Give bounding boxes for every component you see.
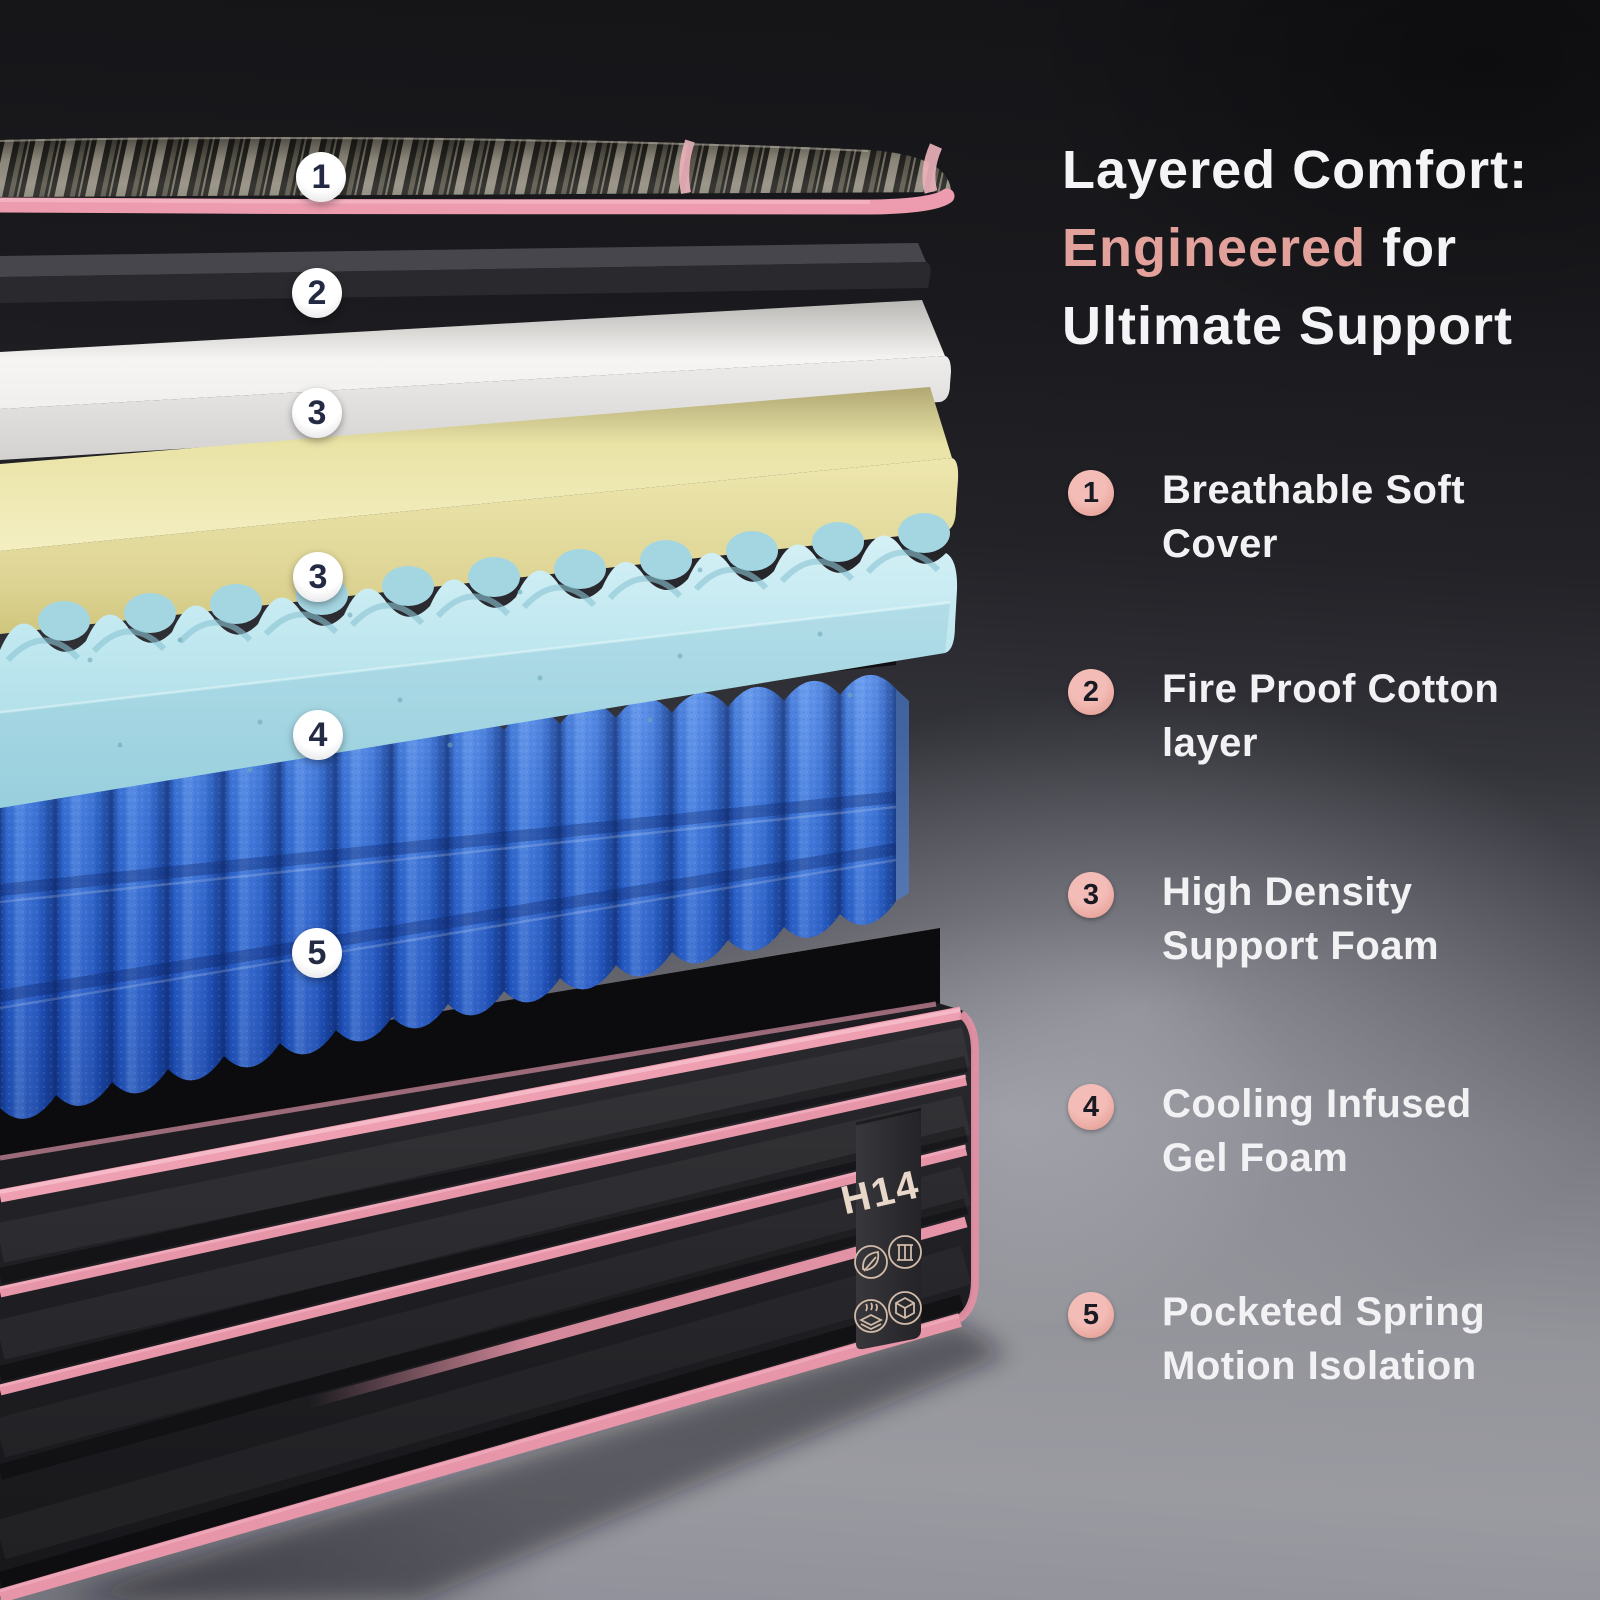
- title-line-2: Engineered for: [1062, 209, 1572, 287]
- mattress-exploded-art: H14: [0, 136, 1008, 1600]
- legend-badge-1: 1: [1068, 470, 1114, 516]
- legend-label-4: Cooling Infused Gel Foam: [1162, 1077, 1472, 1185]
- base-piping-seam-2: [0, 1144, 968, 1396]
- title-line-1: Layered Comfort:: [1062, 140, 1529, 200]
- legend-badge-4: 4: [1068, 1084, 1114, 1130]
- base-floor-shadow: [60, 1322, 1008, 1600]
- leaf-icon: [854, 1245, 888, 1279]
- base-piping-seam-1: [0, 1074, 968, 1298]
- legend-badge-5: 5: [1068, 1292, 1114, 1338]
- legend-label-1: Breathable Soft Cover: [1162, 463, 1465, 571]
- layer-marker-4: 4: [293, 710, 343, 760]
- legend-label-1-line2: Cover: [1162, 522, 1278, 566]
- base-right-edge-piping: [956, 1010, 980, 1323]
- legend-label-2-line1: Fire Proof Cotton: [1162, 667, 1500, 711]
- cover-piping: [0, 188, 955, 215]
- pressure-relief-icon: [854, 1299, 888, 1333]
- legend-item-2: 2 Fire Proof Cotton layer: [1068, 667, 1499, 770]
- cover-layer: [0, 136, 955, 215]
- layer-marker-3b: 3: [293, 552, 343, 602]
- base-layer: [0, 1001, 980, 1600]
- pocket-spring-icon: [888, 1235, 922, 1269]
- legend-label-3-line1: High Density: [1162, 870, 1413, 914]
- layer-marker-3a: 3: [292, 388, 342, 438]
- legend-label-5-line2: Motion Isolation: [1162, 1344, 1477, 1388]
- legend-label-2-line2: layer: [1162, 721, 1258, 765]
- legend-label-3: High Density Support Foam: [1162, 865, 1439, 973]
- legend-badge-2: 2: [1068, 669, 1114, 715]
- base-inner-trim: [0, 1001, 937, 1161]
- fireproof-layer: [0, 243, 931, 303]
- legend-label-4-line2: Gel Foam: [1162, 1136, 1349, 1180]
- title-line-2-rest: for: [1366, 218, 1458, 278]
- layer-marker-1: 1: [296, 152, 346, 202]
- layer-marker-2: 2: [292, 268, 342, 318]
- legend-label-1-line1: Breathable Soft: [1162, 468, 1466, 512]
- legend-item-1: 1 Breathable Soft Cover: [1068, 468, 1465, 571]
- legend-item-5: 5 Pocketed Spring Motion Isolation: [1068, 1290, 1485, 1393]
- gel-foam-layer: [0, 513, 958, 808]
- box-icon: [888, 1291, 922, 1325]
- legend-label-2: Fire Proof Cotton layer: [1162, 662, 1499, 770]
- base-piping-seam-3: [0, 1216, 968, 1494]
- page-title: Layered Comfort: Engineered for Ultimate…: [1062, 131, 1572, 365]
- legend-label-5: Pocketed Spring Motion Isolation: [1162, 1285, 1485, 1393]
- layer-marker-5: 5: [292, 928, 342, 978]
- title-accent-word: Engineered: [1062, 218, 1367, 278]
- support-foam-white-layer: [0, 300, 951, 460]
- legend-item-4: 4 Cooling Infused Gel Foam: [1068, 1082, 1472, 1185]
- legend-label-4-line1: Cooling Infused: [1162, 1082, 1472, 1126]
- legend-label-5-line1: Pocketed Spring: [1162, 1290, 1486, 1334]
- legend-label-3-line2: Support Foam: [1162, 924, 1440, 968]
- title-line-3: Ultimate Support: [1062, 296, 1514, 356]
- legend-badge-3: 3: [1068, 872, 1114, 918]
- legend-item-3: 3 High Density Support Foam: [1068, 870, 1439, 973]
- base-rim-piping: [0, 1006, 963, 1203]
- base-bottom-piping: [0, 1313, 962, 1600]
